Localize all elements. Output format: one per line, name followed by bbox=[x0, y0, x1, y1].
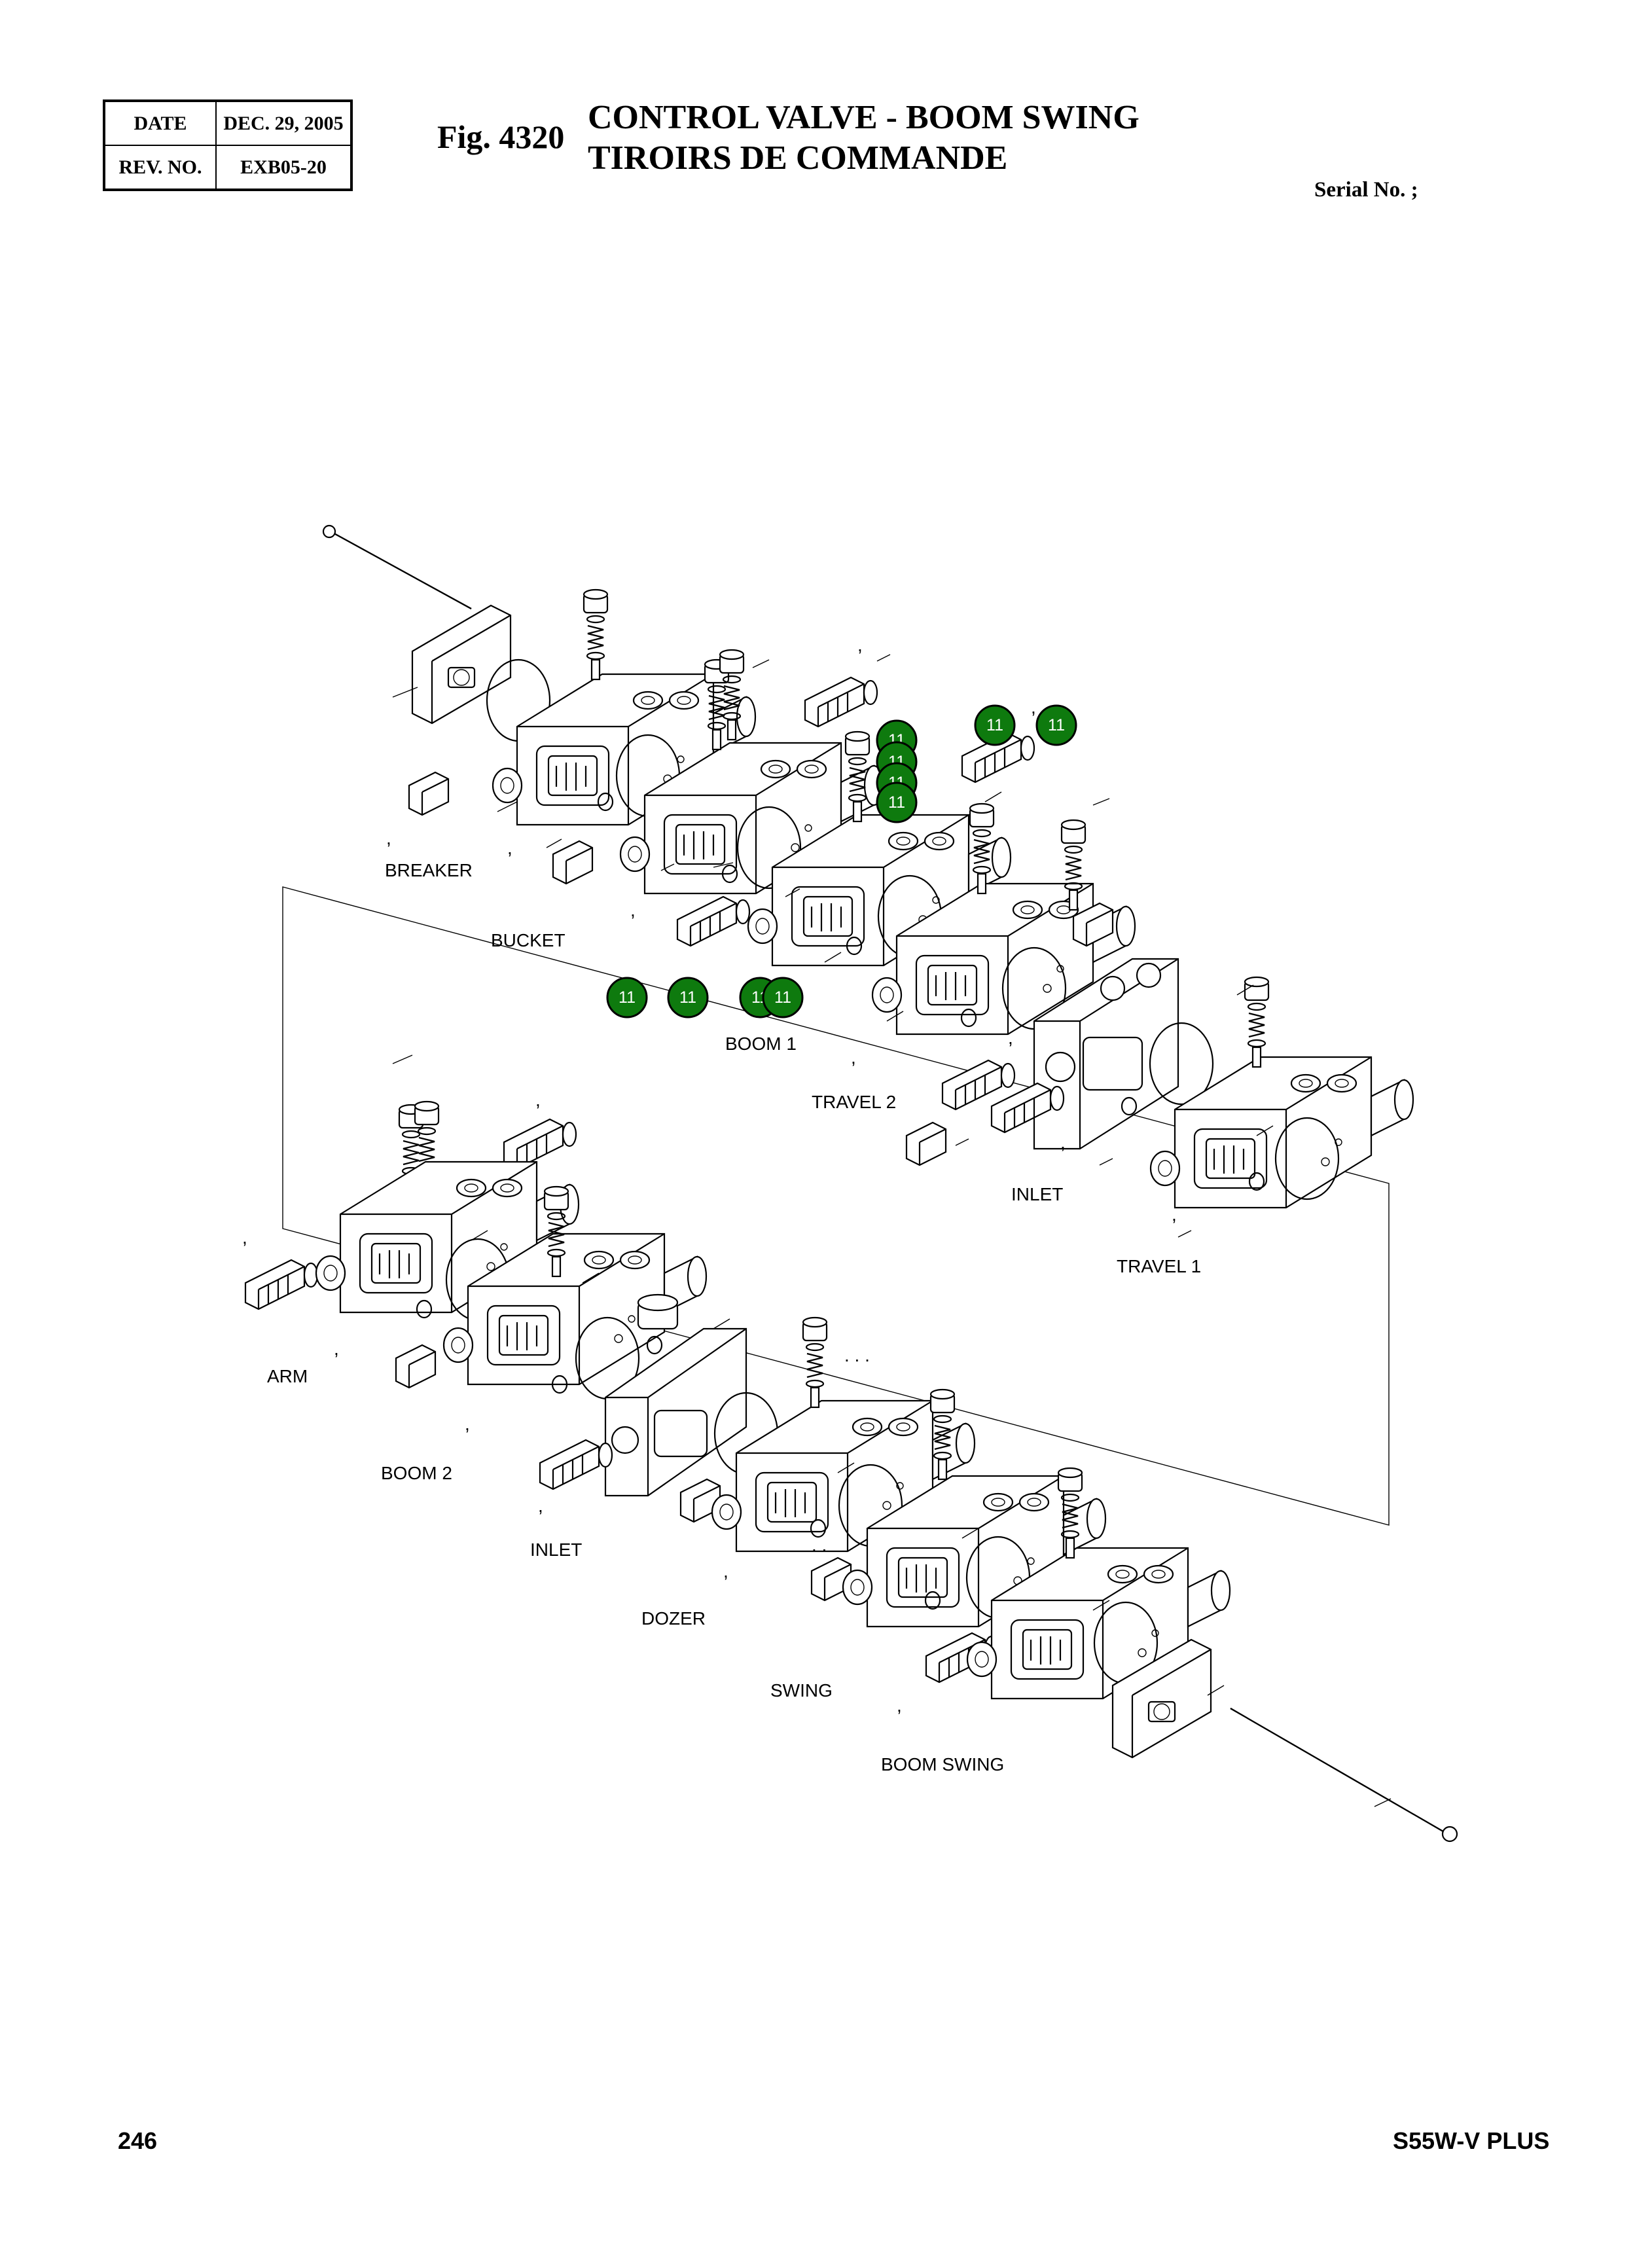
svg-text:,: , bbox=[897, 1695, 902, 1716]
label-swing: SWING bbox=[770, 1680, 833, 1701]
label-breaker: BREAKER bbox=[385, 860, 473, 880]
tick-marks: , , , , , , , , , , , , , , , , . . . . … bbox=[242, 635, 1177, 1716]
date-label: DATE bbox=[103, 100, 217, 146]
svg-text:,: , bbox=[465, 1414, 470, 1434]
rev-label: REV. NO. bbox=[103, 145, 217, 190]
svg-text:,: , bbox=[507, 838, 512, 858]
label-boom-1: BOOM 1 bbox=[725, 1034, 797, 1054]
revision-table: DATE DEC. 29, 2005 REV. NO. EXB05-20 bbox=[103, 99, 353, 191]
svg-text:,: , bbox=[851, 1047, 856, 1068]
label-bucket: BUCKET bbox=[491, 930, 566, 950]
svg-text:,: , bbox=[1008, 1028, 1013, 1048]
svg-text:,: , bbox=[535, 1090, 541, 1110]
svg-text:,: , bbox=[857, 635, 863, 655]
title-french: TIROIRS DE COMMANDE bbox=[588, 139, 1008, 177]
svg-text:,: , bbox=[1172, 1204, 1177, 1225]
label-boom-2: BOOM 2 bbox=[381, 1463, 452, 1483]
title-english: CONTROL VALVE - BOOM SWING bbox=[588, 99, 1140, 136]
svg-text:,: , bbox=[386, 828, 391, 848]
svg-text:11: 11 bbox=[774, 988, 791, 1007]
callout-11[interactable]: 11 bbox=[974, 704, 1016, 746]
svg-text:11: 11 bbox=[619, 988, 636, 1007]
svg-text:11: 11 bbox=[986, 716, 1003, 734]
label-boom-swing: BOOM SWING bbox=[881, 1754, 1004, 1774]
figure-number: Fig. 4320 bbox=[437, 118, 565, 155]
label-dozer: DOZER bbox=[641, 1608, 706, 1629]
label-travel-2: TRAVEL 2 bbox=[812, 1092, 896, 1112]
callout-11[interactable]: 11 bbox=[876, 782, 918, 823]
date-value: DEC. 29, 2005 bbox=[215, 100, 352, 146]
serial-number: Serial No. ; bbox=[1314, 178, 1418, 202]
svg-text:,: , bbox=[538, 1496, 543, 1516]
label-arm: ARM bbox=[267, 1366, 308, 1386]
label-travel-1: TRAVEL 1 bbox=[1117, 1256, 1201, 1276]
page-number: 246 bbox=[118, 2127, 158, 2154]
svg-text:,: , bbox=[1060, 1132, 1066, 1153]
svg-text:,: , bbox=[1031, 697, 1036, 717]
svg-text:,: , bbox=[630, 900, 636, 920]
callout-11[interactable]: 11 bbox=[667, 977, 709, 1018]
callout-11[interactable]: 11 bbox=[606, 977, 648, 1018]
svg-text:,: , bbox=[334, 1339, 339, 1359]
svg-text:. . .: . . . bbox=[844, 1345, 870, 1365]
model-name: S55W-V PLUS bbox=[1393, 2127, 1550, 2154]
svg-text:11: 11 bbox=[888, 793, 905, 812]
callout-11[interactable]: 11 bbox=[1035, 704, 1077, 746]
svg-text:11: 11 bbox=[679, 988, 696, 1007]
label-inlet-bottom: INLET bbox=[530, 1540, 582, 1560]
svg-text:11: 11 bbox=[1048, 716, 1065, 734]
callout-11[interactable]: 11 bbox=[762, 977, 804, 1018]
label-inlet-top: INLET bbox=[1011, 1184, 1063, 1204]
svg-text:. .: . . bbox=[812, 1535, 827, 1555]
svg-text:,: , bbox=[242, 1227, 247, 1248]
svg-text:,: , bbox=[723, 1561, 728, 1581]
rev-value: EXB05-20 bbox=[215, 145, 352, 190]
